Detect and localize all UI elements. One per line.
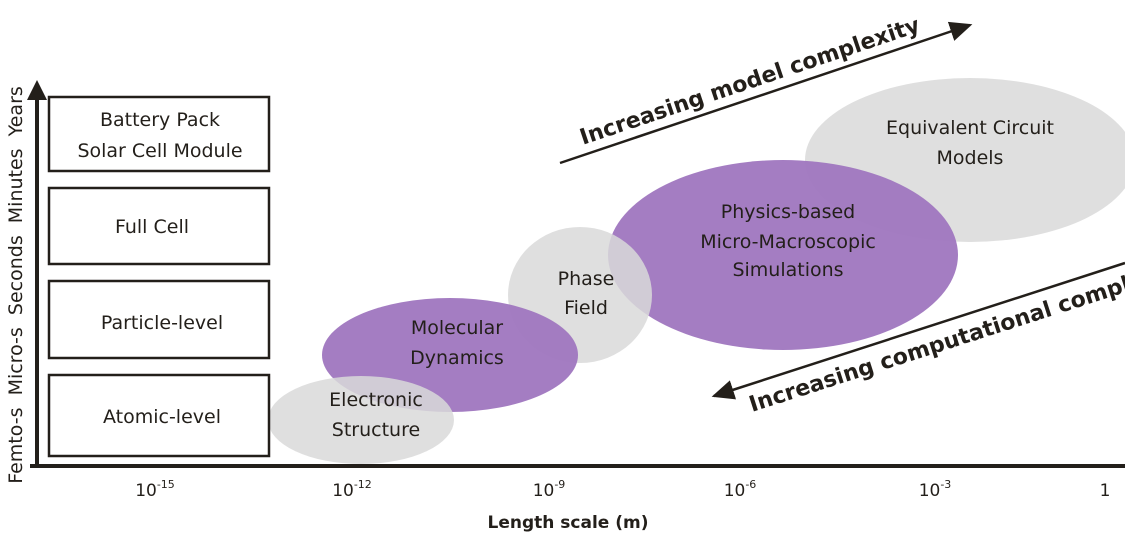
x-axis-title: Length scale (m): [488, 513, 649, 533]
level-label: Solar Cell Module: [77, 140, 242, 162]
x-tick-label: 10-6: [724, 478, 757, 501]
level-box: [47, 186, 271, 266]
x-tick-label: 10-3: [919, 478, 952, 501]
x-tick-label: 10-9: [533, 478, 566, 501]
level-box: [47, 373, 271, 458]
level-label: Full Cell: [115, 216, 189, 238]
x-tick-label: 10-15: [135, 478, 175, 501]
y-axis-arrowhead-icon: [27, 80, 47, 100]
level-label: Atomic-level: [103, 406, 221, 428]
method-label: Electronic: [329, 389, 423, 411]
method-label: Field: [564, 297, 608, 319]
method-label: Models: [937, 147, 1004, 169]
model-complexity-arrow: [559, 21, 973, 165]
x-tick-label: 10-12: [332, 478, 372, 501]
level-box: [47, 279, 271, 360]
y-axis-label: Femto-s Micro-s Seconds Minutes Years: [5, 86, 27, 484]
ellipse-physics-based: [608, 160, 958, 350]
method-label: Micro-Macroscopic: [700, 231, 876, 253]
method-label: Equivalent Circuit: [886, 117, 1054, 139]
method-label: Structure: [332, 419, 420, 441]
ellipse-electronic-structure: [268, 376, 454, 464]
level-label: Particle-level: [101, 312, 223, 334]
level-label: Battery Pack: [100, 109, 220, 131]
level-box: [47, 95, 271, 173]
method-label: Dynamics: [410, 347, 504, 369]
method-label: Molecular: [411, 317, 503, 339]
x-tick-label: 1: [1100, 481, 1111, 501]
method-label: Physics-based: [721, 201, 855, 223]
method-label: Phase: [558, 268, 615, 290]
computational-complexity-arrow: [711, 261, 1125, 400]
method-label: Simulations: [732, 259, 843, 281]
